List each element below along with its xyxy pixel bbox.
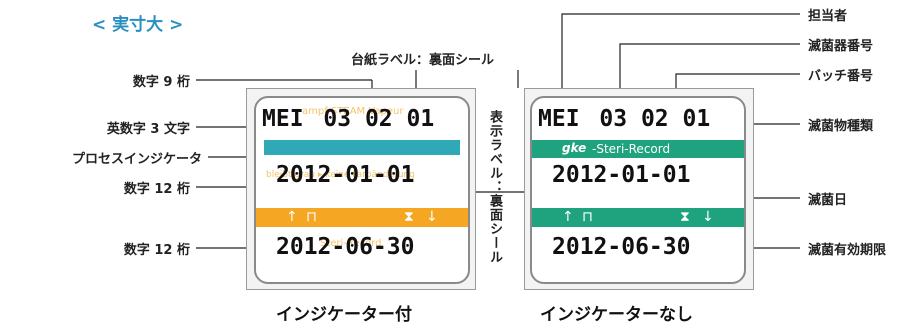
- callout-sterilizer-number: 滅菌器番号: [808, 39, 874, 54]
- down-arrow-icon: ↓: [426, 209, 438, 225]
- green-symbol-bar: ↑ ⊓ ⧗ ↓: [532, 208, 744, 227]
- brand-name: -Steri-Record: [592, 142, 671, 156]
- bg-print-bottom: Steri-Record: [320, 238, 382, 249]
- hourglass-icon: ⧗: [404, 209, 414, 225]
- bg-print-top: ampf STEAM Vapeur: [302, 106, 404, 117]
- code-digits: 03 02 01: [323, 106, 435, 132]
- code-line: MEI 03 02 01: [538, 106, 710, 132]
- bg-print-mid: bleibt grau ▸ keine Farbänderung: [266, 170, 415, 180]
- callout-operator: 担当者: [808, 9, 848, 24]
- expiry-date: 2012-06-30: [276, 234, 415, 260]
- up-arrow-icon: ↑: [562, 209, 574, 225]
- brand-logo: gke: [562, 141, 587, 155]
- hourglass-icon: ⧗: [680, 209, 690, 225]
- backing-label-title: 台紙ラベル：裏面シール: [351, 53, 495, 68]
- leader-sterilizer: [619, 43, 800, 102]
- label-without-indicator: MEI 03 02 01 gke -Steri-Record 2012-01-0…: [530, 96, 746, 284]
- down-arrow-icon: ↓: [702, 209, 714, 225]
- callout-digits9: 数字 9 桁: [132, 75, 190, 90]
- callout-alpha3: 英数字 3 文字: [106, 122, 190, 137]
- brand-bar: gke -Steri-Record: [532, 140, 744, 158]
- sterilization-date: 2012-01-01: [276, 162, 415, 188]
- code-line: MEI 03 02 01: [262, 106, 434, 132]
- callout-batch-number: バッチ番号: [808, 69, 874, 84]
- sterilization-date: 2012-01-01: [552, 162, 691, 188]
- label-with-indicator: ampf STEAM Vapeur MEI 03 02 01 bleibt gr…: [254, 96, 470, 284]
- expiry-date: 2012-06-30: [552, 234, 691, 260]
- display-label-vertical: 表示ラベル：裏面シール: [487, 110, 502, 264]
- real-size-heading: < 実寸大 >: [92, 15, 184, 35]
- callout-expiry: 滅菌有効期限: [808, 243, 887, 258]
- callout-process-indicator: プロセスインジケータ: [71, 152, 202, 167]
- callout-digits12-a: 数字 12 桁: [123, 182, 190, 197]
- sterilizer-chamber-icon: ⊓: [306, 209, 317, 225]
- code-prefix: MEI: [262, 106, 304, 132]
- caption-with-indicator: インジケーター付: [276, 305, 412, 325]
- up-arrow-icon: ↑: [286, 209, 298, 225]
- callout-sterilization-date: 滅菌日: [808, 193, 848, 208]
- code-digits: 03 02 01: [599, 106, 711, 132]
- callout-digits12-b: 数字 12 桁: [123, 243, 190, 258]
- callout-item-type: 滅菌物種類: [808, 119, 874, 134]
- process-indicator-bar: [264, 140, 460, 155]
- sterilizer-chamber-icon: ⊓: [582, 209, 593, 225]
- caption-without-indicator: インジケーターなし: [540, 305, 693, 325]
- orange-symbol-bar: ↑ ⊓ ⧗ ↓: [256, 208, 468, 227]
- leader-operator: [561, 13, 800, 102]
- code-prefix: MEI: [538, 106, 580, 132]
